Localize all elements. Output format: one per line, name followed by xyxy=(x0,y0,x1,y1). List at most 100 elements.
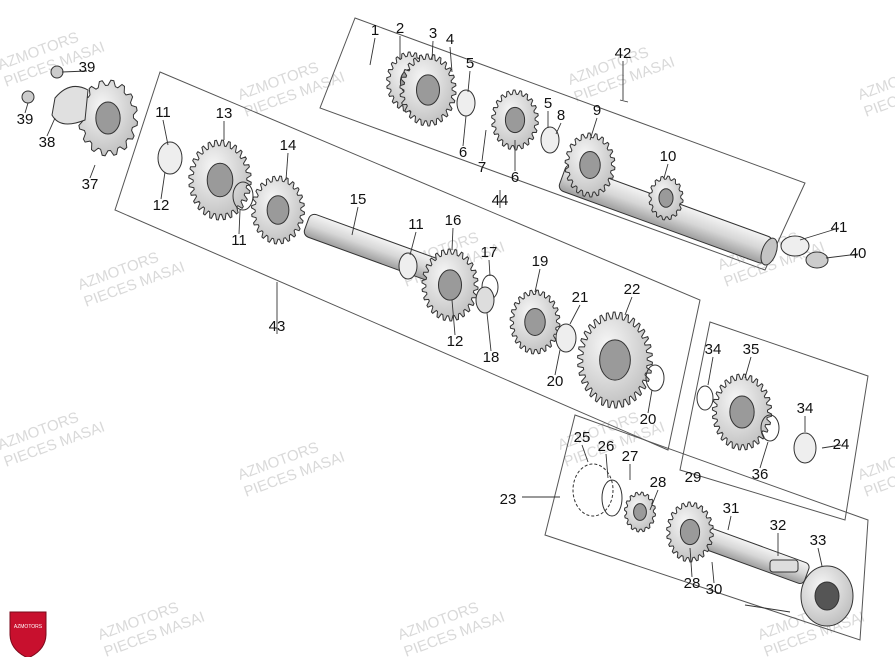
gear-part-28 xyxy=(623,491,657,533)
leader-line xyxy=(61,70,88,73)
callout-p20a: 20 xyxy=(547,373,564,390)
leader-line xyxy=(619,99,629,103)
leader-line xyxy=(649,489,659,511)
plate-part-38 xyxy=(51,85,89,125)
ring-group xyxy=(21,65,854,627)
leader-line xyxy=(569,304,581,325)
leader-line xyxy=(451,227,454,251)
callout-p15: 15 xyxy=(350,191,367,208)
leader-line xyxy=(555,122,562,135)
leader-line xyxy=(462,115,467,147)
bolt-part-39-top xyxy=(50,65,64,79)
leader-line xyxy=(759,441,769,469)
leader-line xyxy=(451,299,456,336)
leader-line xyxy=(707,356,714,386)
callout-p40: 40 xyxy=(850,245,867,262)
leader-line xyxy=(431,40,434,61)
callout-p12b: 12 xyxy=(447,333,464,350)
callout-p33: 33 xyxy=(810,532,827,549)
callout-p1: 1 xyxy=(371,22,379,39)
brand-logo: AZMOTORS xyxy=(9,611,47,657)
leader-line xyxy=(46,117,56,137)
ring-part-11-mid xyxy=(232,181,254,211)
leader-line xyxy=(285,152,289,181)
gear-part-6 xyxy=(491,89,539,151)
leader-line xyxy=(817,547,823,567)
leader-line xyxy=(481,129,487,162)
callout-p17: 17 xyxy=(481,244,498,261)
leader-line xyxy=(351,206,359,236)
callout-p29: 29 xyxy=(685,469,702,486)
gear-part-10 xyxy=(648,175,684,221)
callout-p6a: 6 xyxy=(459,144,467,161)
gear-part-13 xyxy=(188,139,252,221)
leader-line xyxy=(581,444,589,463)
callout-p9: 9 xyxy=(593,102,601,119)
callout-p44: 44 xyxy=(492,192,509,209)
callout-p26: 26 xyxy=(598,438,615,455)
leader-line xyxy=(711,561,715,584)
leader-line xyxy=(409,231,417,256)
leader-line xyxy=(624,296,633,316)
callout-p38: 38 xyxy=(39,134,56,151)
leader-line xyxy=(449,46,453,73)
leader-line xyxy=(467,70,471,93)
logo-text: AZMOTORS xyxy=(14,624,43,630)
callout-p12a: 12 xyxy=(153,197,170,214)
callout-p35: 35 xyxy=(743,341,760,358)
pin-part-32 xyxy=(769,559,799,573)
leader-line xyxy=(369,37,376,66)
callout-p28b: 28 xyxy=(684,575,701,592)
callout-p43: 43 xyxy=(269,318,286,335)
leader-line xyxy=(89,164,96,179)
ring-part-34 xyxy=(696,385,714,411)
gear-part-19 xyxy=(509,289,561,355)
leader-line xyxy=(486,312,492,352)
callout-p37: 37 xyxy=(82,176,99,193)
wire-part-33 xyxy=(744,604,791,613)
ring-part-20 xyxy=(645,364,665,392)
gear-part-3 xyxy=(399,53,457,127)
washer-part-41 xyxy=(780,235,810,257)
callout-p36: 36 xyxy=(752,466,769,483)
leader-line xyxy=(488,259,491,277)
ring-part-21 xyxy=(555,323,577,353)
callout-p41: 41 xyxy=(831,219,848,236)
ring-part-8 xyxy=(540,126,560,154)
callout-p39b: 39 xyxy=(17,111,34,128)
frame-reverse-shaft xyxy=(544,414,869,641)
callout-p32: 32 xyxy=(770,517,787,534)
callout-p7: 7 xyxy=(478,159,486,176)
ring-part-18 xyxy=(475,286,495,314)
callout-p31: 31 xyxy=(723,500,740,517)
callout-p34a: 34 xyxy=(705,341,722,358)
leader-line xyxy=(24,102,29,114)
leader-line xyxy=(663,163,669,179)
leader-line xyxy=(727,515,732,531)
callout-p11a: 11 xyxy=(155,104,171,121)
callout-p6b: 6 xyxy=(511,169,519,186)
callout-p19: 19 xyxy=(532,253,549,270)
ring-part-11-left xyxy=(157,141,183,175)
bolt-part-39-bottom xyxy=(21,90,35,104)
callout-p28a: 28 xyxy=(650,474,667,491)
callout-p16: 16 xyxy=(445,212,462,229)
frame-reverse-idler xyxy=(679,321,869,521)
callout-p11c: 11 xyxy=(408,216,424,233)
leader-line xyxy=(821,444,842,449)
callout-p27: 27 xyxy=(622,448,639,465)
leader-line xyxy=(162,119,169,146)
callout-p10: 10 xyxy=(660,148,677,165)
nut-part-40 xyxy=(805,251,829,269)
callout-p24: 24 xyxy=(833,436,850,453)
frame-group xyxy=(114,17,869,641)
